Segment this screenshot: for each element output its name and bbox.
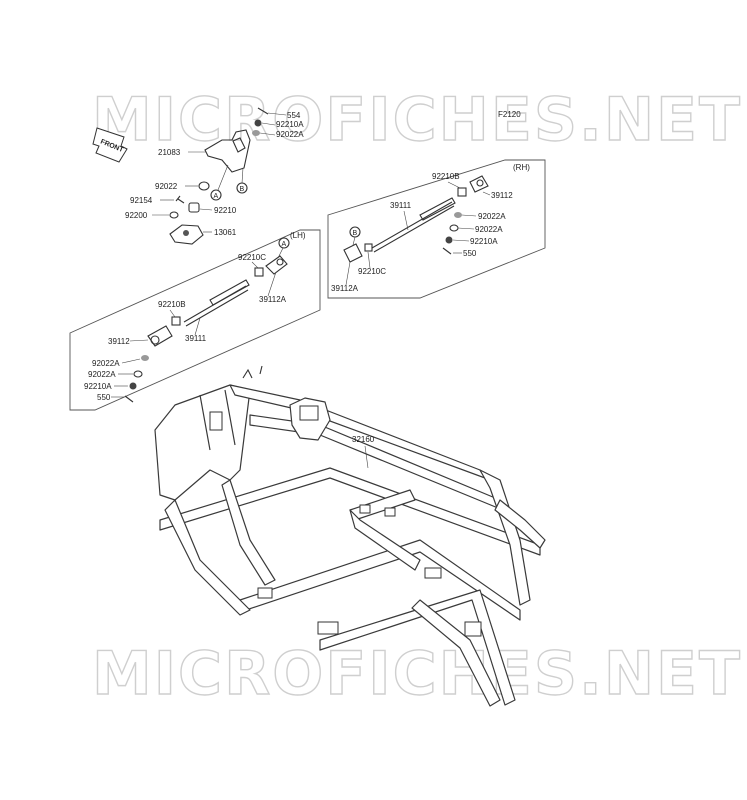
label-lh-92022a-1: 92022A [92,359,120,368]
label-lh-550: 550 [97,393,111,402]
label-21083: 21083 [158,148,181,157]
main-frame-32160: 32160 [154,365,546,707]
label-rh-39111: 39111 [390,201,412,210]
label-lh-39112a: 39112A [259,295,287,304]
label-lh-92022a-2: 92022A [88,370,116,379]
label-13061: 13061 [214,228,237,237]
label-92022a-top: 92022A [276,130,304,139]
rh-panel-label: (RH) [513,163,530,172]
label-lh-39112: 39112 [108,337,130,346]
ref-a-top: A [214,193,219,200]
label-92200: 92200 [125,211,148,220]
label-lh-39111: 39111 [185,334,207,343]
label-lh-92210b: 92210B [158,300,186,309]
label-rh-92022a-1: 92022A [478,212,506,221]
label-lh-92210c: 92210C [238,253,266,262]
watermark-top: MICROFICHES.NET [92,85,742,155]
ref-b-rh: B [353,230,358,237]
label-32160: 32160 [352,435,375,444]
rh-tie-rod-panel: (RH) 92210B 39112 39111 92022A 92022A 92… [327,159,546,299]
label-rh-550: 550 [463,249,477,258]
label-lh-92210a: 92210A [84,382,112,391]
bracket-assembly: 554 92210A 92022A 21083 A B 92022 92154 … [125,107,304,245]
label-92022: 92022 [155,182,178,191]
label-rh-92210a: 92210A [470,237,498,246]
label-rh-92022a-2: 92022A [475,225,503,234]
watermark-bottom: MICROFICHES.NET [92,639,742,709]
label-92210: 92210 [214,206,237,215]
label-rh-39112: 39112 [491,191,513,200]
label-rh-92210b: 92210B [432,172,460,181]
label-rh-39112a: 39112A [331,284,359,293]
label-92154: 92154 [130,196,153,205]
ref-a-lh: A [282,241,287,248]
ref-b-top: B [240,186,245,193]
label-rh-92210c: 92210C [358,267,386,276]
lh-panel-label: (LH) [290,231,306,240]
label-554: 554 [287,111,301,120]
front-arrow-icon: FRONT [92,127,128,163]
lh-tie-rod-panel: (LH) A 39112A 92210C 39111 92210B 39112 … [69,229,321,411]
figure-code: F2120 [498,110,521,119]
label-92210a-top: 92210A [276,120,304,129]
